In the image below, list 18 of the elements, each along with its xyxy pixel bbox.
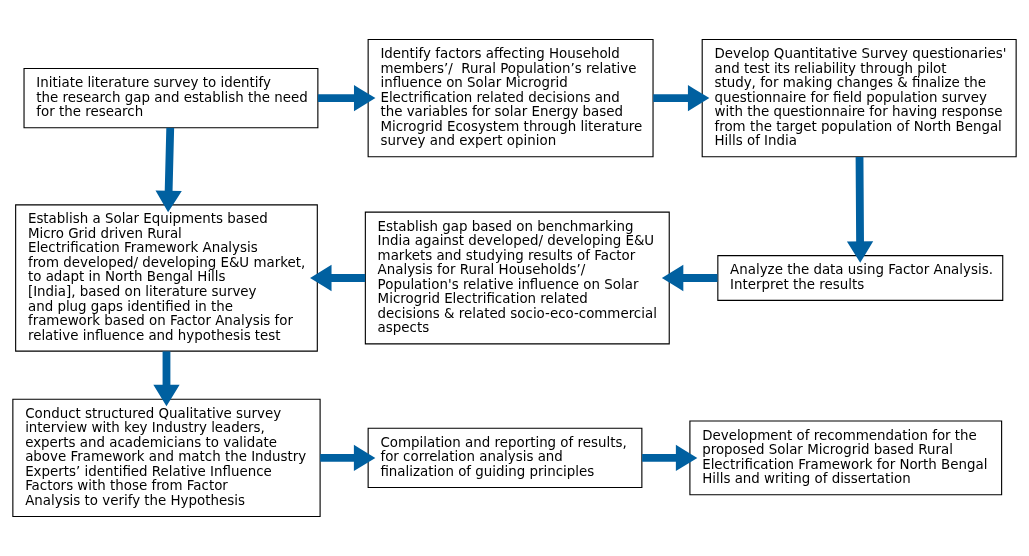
arrow bbox=[317, 85, 376, 112]
arrow bbox=[846, 156, 874, 263]
node-box: Establish a Solar Equipments based Micro Grid driven Rural Electrification Framework Analysis from developed/ developing E&U market, to adapt in North Bengal Hills [India], based on literature survey and plug gaps identified in the framework based on Factor Analysis for relative influence and hypothesis test bbox=[15, 204, 318, 352]
node-box: Identify factors affecting Household members’/ Rural Population’s relative influence on Solar Microgrid Electrification related decisions and the variables for solar Energy based Microgrid Ecosystem through literature survey and expert opinion bbox=[367, 38, 654, 158]
arrow bbox=[653, 85, 710, 112]
arrow bbox=[155, 127, 182, 213]
node-box: Compilation and reporting of results, for correlation analysis and finalization of guiding principles bbox=[367, 427, 643, 489]
arrow bbox=[661, 264, 718, 292]
node-box: Development of recommendation for the proposed Solar Microgrid based Rural Electrification Framework for North Bengal Hills and writing of dissertation bbox=[689, 420, 1003, 496]
arrow bbox=[642, 444, 698, 471]
node-box: Analyze the data using Factor Analysis. Interpret the results bbox=[717, 255, 1004, 301]
node-box: Conduct structured Qualitative survey interview with key Industry leaders, experts and academicians to validate above Framework and match the Industry Experts’ identified Relative Influence Factors with those from Factor Analysis to verify the Hypothesis bbox=[12, 398, 321, 518]
node-box: Initiate literature survey to identify the research gap and establish the need for the research bbox=[23, 67, 319, 129]
arrow bbox=[153, 351, 180, 407]
arrow bbox=[310, 264, 366, 292]
node-box: Develop Quantitative Survey questionaries' and test its reliability through pilot study, for making changes & finalize the questionnaire for field population survey with the questionnaire for having response from the target population of North Bengal Hills of India bbox=[701, 38, 1017, 158]
arrow bbox=[320, 444, 376, 471]
node-box: Establish gap based on benchmarking India against developed/ developing E&U markets and studying results of Factor Analysis for Rural Households’/ Population's relative influence on Solar Microgrid Electrification related decisions & related socio-eco-commercial aspects bbox=[364, 211, 670, 345]
